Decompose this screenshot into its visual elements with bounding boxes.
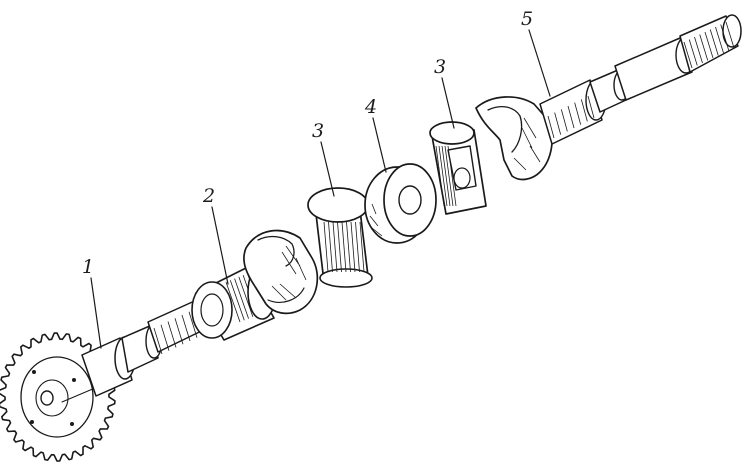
hatch-stroke [341, 221, 347, 273]
hatch-stroke [694, 36, 703, 64]
hatch-stroke [359, 221, 365, 273]
hatch-stroke [153, 327, 163, 355]
yoke-right [475, 96, 553, 181]
ring-washer [364, 163, 437, 244]
callout-1: 1 [82, 256, 94, 278]
leader-2 [211, 206, 229, 285]
bearing-cup-left [307, 187, 373, 288]
hatch-stroke [167, 321, 177, 348]
hatch-stroke [229, 280, 245, 321]
hatch-stroke [435, 145, 445, 207]
callout-5: 5 [521, 8, 533, 30]
hatch-stroke [346, 221, 351, 273]
hatch-stroke [709, 29, 719, 56]
leader-3a [320, 141, 335, 197]
hatch-stroke [554, 112, 562, 135]
gear-hole [32, 370, 36, 374]
hatch-stroke [683, 41, 693, 69]
callout-2: 2 [202, 185, 215, 207]
hatch-stroke [160, 324, 170, 351]
hatch-stroke [580, 99, 588, 122]
hatch-stroke [547, 115, 555, 139]
hatch-stroke [181, 314, 191, 342]
hatch-stroke [323, 221, 329, 273]
hatch-stroke [725, 21, 735, 49]
hatch-stroke [447, 145, 457, 207]
output-shaft [539, 14, 742, 145]
hatch-stroke [441, 145, 451, 207]
gear-hole [72, 378, 76, 382]
hatch-stroke [238, 276, 254, 317]
gear-hole [70, 422, 74, 426]
bearing-cup-right [429, 121, 487, 215]
hatch-stroke [704, 31, 714, 59]
hatch-stroke [574, 102, 582, 125]
callout-3-right: 3 [434, 56, 446, 78]
hatch-stroke [699, 34, 709, 61]
yoke-left [243, 229, 319, 315]
hatch-stroke [587, 95, 595, 119]
hatch-stroke [188, 311, 198, 338]
hatch-stroke [355, 221, 360, 273]
hatch-stroke [444, 145, 454, 207]
gear-hole [30, 420, 34, 424]
hatch-stroke [720, 24, 730, 51]
callout-4: 4 [364, 96, 377, 118]
leader-1 [90, 277, 102, 349]
leader-lines [90, 29, 551, 349]
hatch-stroke [438, 145, 448, 207]
hatch-stroke [337, 221, 342, 273]
hatch-stroke [688, 39, 698, 66]
callout-labels: 1 2 3 4 3 5 [82, 8, 533, 278]
hatch-stroke [350, 221, 356, 273]
callout-3-left: 3 [312, 120, 324, 142]
leader-4 [372, 117, 387, 173]
leader-5 [528, 29, 551, 97]
leader-3b [441, 77, 455, 129]
hatch-stroke [715, 26, 724, 54]
hatch-stroke [225, 281, 241, 323]
hatch-stroke [174, 318, 184, 345]
hatch-stroke [567, 105, 575, 129]
hatch-stroke [328, 221, 333, 273]
hatch-stroke [560, 109, 568, 132]
hatch-stroke [332, 221, 338, 273]
hatch-stroke [234, 278, 249, 319]
